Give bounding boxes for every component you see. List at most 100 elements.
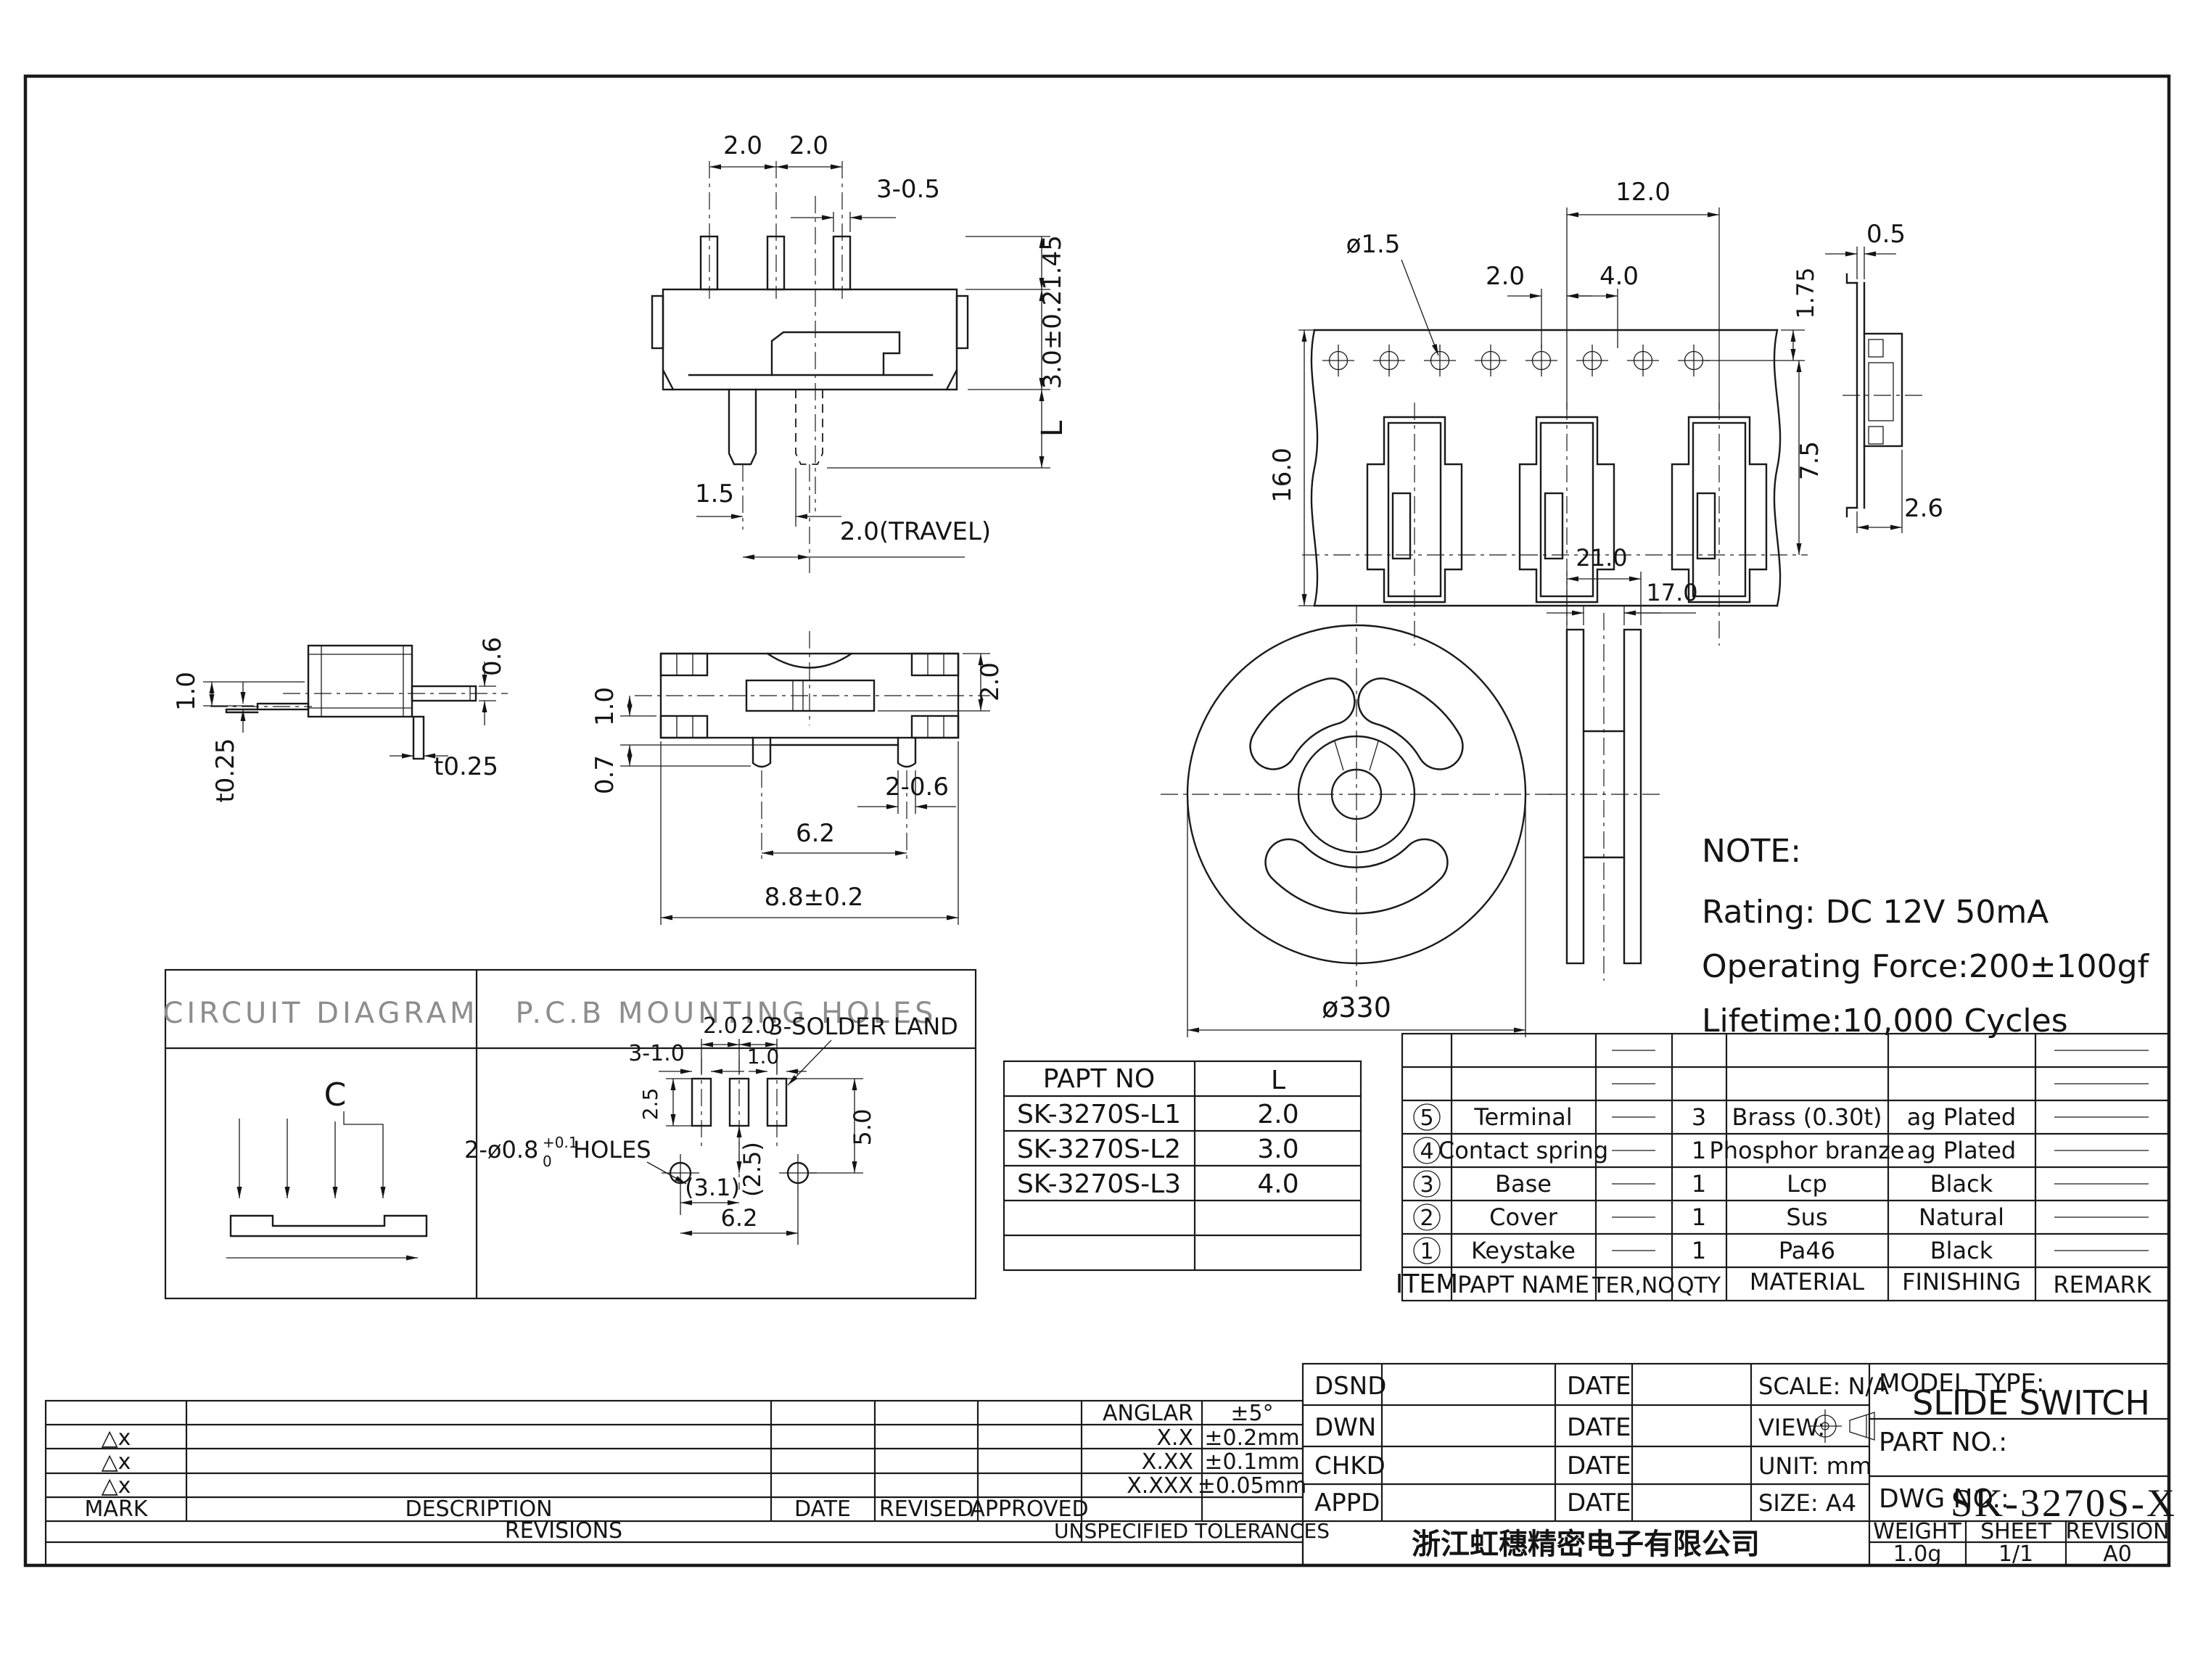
dim-tape-hole-pitch: 4.0 (1599, 262, 1639, 291)
part-number-table: PAPT NO L SK-3270S-L1 2.0 SK-3270S-L2 3.… (1002, 1060, 1362, 1272)
rev-mark-1: △x (102, 1425, 131, 1451)
tb-date-1: DATE (1567, 1372, 1631, 1401)
tape-side-view: 0.5 2.6 (1825, 220, 1943, 533)
tb-model-type-label: MODEL TYPE: (1879, 1369, 2045, 1398)
dim-pcb-p2: 2.0 (741, 1013, 775, 1039)
dim-top-one: 1.0 (590, 687, 619, 726)
bom-footer: ITEM PAPT NAME TER,NO QTY MATERIAL FINIS… (1396, 1268, 2152, 1299)
tb-weight-value: 1.0g (1893, 1541, 1942, 1567)
part-l-2: 3.0 (1257, 1135, 1298, 1164)
rev-mark-2: △x (102, 1449, 131, 1475)
rev-header-date: DATE (794, 1496, 851, 1522)
part-l-3: 4.0 (1257, 1169, 1298, 1199)
tb-date-4: DATE (1567, 1488, 1631, 1518)
revisions-title: REVISIONS (505, 1518, 622, 1544)
tape-top-view: 16.0 ø1.5 2.0 4.0 12.0 1.75 7.5 (1268, 178, 1824, 646)
tb-sheet-label: SHEET (1980, 1519, 2052, 1544)
dim-pcb-p1: 2.0 (703, 1013, 738, 1039)
tb-weight-label: WEIGHT (1873, 1519, 1961, 1544)
bom-header-name: PAPT NAME (1457, 1271, 1589, 1298)
tb-dwn-label: DWN (1314, 1413, 1376, 1442)
dim-side-knob: 0.6 (478, 637, 507, 676)
dim-front-pin-height: 1.45 (1038, 235, 1067, 290)
tb-dwg-no-label: DWG NO.: (1879, 1484, 2009, 1514)
tb-revision-label: REVISION (2065, 1519, 2169, 1544)
bom-header-item: ITEM (1396, 1269, 1458, 1299)
dim-front-body-height: 3.0±0.2 (1038, 290, 1067, 390)
reel-view: ø330 21.0 17.0 (1161, 544, 1698, 1037)
tb-appd-label: APPD (1314, 1488, 1380, 1518)
unspecified-tolerances-title: UNSPECIFIED TOLERANCES (1054, 1519, 1330, 1543)
title-block: DSND DWN CHKD APPD DATE DATE DATE DATE S… (1301, 1362, 2175, 1567)
dim-pcb-holes-tol-sup: +0.1 (543, 1134, 578, 1151)
bom-material-5: Brass (0.30t) (1732, 1103, 1882, 1131)
dim-tape-hole-dia: ø1.5 (1346, 230, 1401, 259)
bom-name-1: Keystake (1471, 1237, 1576, 1264)
bom-finishing-1: Black (1930, 1237, 1993, 1264)
dim-tape-center: 7.5 (1795, 441, 1824, 480)
bom-header-qty: QTY (1677, 1273, 1721, 1298)
dim-side-t-left: t0.25 (211, 738, 240, 802)
bom-item-5: 5 (1420, 1105, 1433, 1131)
tb-view-label: VIEW: (1758, 1414, 1825, 1441)
part-no-1: SK-3270S-L1 (1017, 1100, 1181, 1129)
dim-pcb-c25: (2.5) (738, 1142, 766, 1197)
bom-item-1: 1 (1420, 1239, 1433, 1264)
bom-material-4: Phosphor branze (1709, 1137, 1904, 1164)
tb-sheet-value: 1/1 (1998, 1541, 2033, 1567)
dim-front-pitch-left: 2.0 (723, 131, 762, 160)
bom-table: 5 4 3 2 1 Terminal 3 Brass (0.30t) ag Pl… (1396, 1032, 2170, 1302)
front-view: 2.0 2.0 3-0.5 1.45 3.0±0.2 L 1.5 2.0(TRA… (651, 131, 1069, 573)
bom-qty-4: 1 (1692, 1137, 1706, 1164)
bom-finishing-2: Natural (1919, 1203, 2004, 1231)
dim-pcb-holes-prefix: 2-ø0.8 (464, 1136, 538, 1164)
dim-pcb-holes-tol-sub: 0 (543, 1153, 552, 1170)
rev-header-approved: APPROVED (970, 1496, 1088, 1522)
bom-item-numbers: 5 4 3 2 1 (1413, 1103, 1441, 1264)
pcb-mounting-holes: 3-1.0 2.0 2.0 1.0 3-SOLDER LAND 2-ø0.8 +… (464, 1013, 958, 1245)
bom-finishing-4: ag Plated (1907, 1137, 2016, 1164)
dim-top-total: 8.8±0.2 (765, 883, 864, 912)
tol-key-anglar: ANGLAR (1103, 1401, 1193, 1426)
dim-pcb-land: 3-1.0 (628, 1041, 685, 1066)
dim-reel-outer: 21.0 (1576, 544, 1627, 572)
note-title: NOTE: (1702, 833, 1801, 870)
rev-header-revised: REVISED (879, 1496, 973, 1522)
circuit-diagram: C (226, 1076, 428, 1261)
tb-company-name: 浙江虹穗精密电子有限公司 (1412, 1528, 1760, 1561)
dim-top-two: 2.0 (976, 662, 1005, 701)
part-table-col2: L (1271, 1066, 1285, 1095)
bom-name-2: Cover (1489, 1203, 1558, 1231)
tb-unit: UNIT: mm (1758, 1452, 1872, 1480)
dim-side-one: 1.0 (172, 672, 201, 711)
dim-top-span: 6.2 (796, 819, 835, 848)
dim-front-lead-length: L (1036, 420, 1069, 437)
dim-tape-edge: 1.75 (1792, 267, 1819, 318)
top-view: 1.0 0.7 2.0 2-0.6 6.2 8.8±0.2 (590, 631, 1005, 925)
side-view: 0.6 1.0 t0.25 t0.25 (172, 637, 508, 803)
circuit-diagram-title: CIRCUIT DIAGRAM (163, 997, 479, 1030)
tb-model-type-value: SLIDE SWITCH (1912, 1383, 2150, 1422)
third-angle-projection-icon (1808, 1409, 1875, 1443)
tol-key-x1: X.X (1156, 1425, 1193, 1451)
tol-key-x2: X.XX (1142, 1449, 1193, 1475)
bom-header-finishing: FINISHING (1902, 1268, 2021, 1296)
dim-reel-dia: ø330 (1322, 992, 1391, 1024)
bom-material-1: Pa46 (1779, 1237, 1835, 1264)
tape-parts (1302, 403, 1808, 646)
bom-name-5: Terminal (1473, 1103, 1572, 1131)
dim-front-pin-width: 3-0.5 (876, 175, 940, 204)
dim-front-travel: 2.0(TRAVEL) (840, 517, 991, 546)
tb-scale: SCALE: N/A (1758, 1372, 1889, 1400)
rev-header-mark: MARK (85, 1496, 149, 1522)
dim-pcb-five: 5.0 (849, 1109, 876, 1146)
dim-tape-width: 16.0 (1268, 448, 1297, 503)
tb-size: SIZE: A4 (1758, 1489, 1856, 1517)
dim-front-offset: 1.5 (695, 479, 734, 508)
bom-header-terno: TER,NO (1592, 1273, 1675, 1298)
sprocket-holes (1322, 345, 1710, 376)
bom-header-material: MATERIAL (1750, 1268, 1864, 1296)
dim-pcb-holes-suffix: HOLES (573, 1136, 651, 1164)
tol-val-x1: ±0.2mm (1204, 1425, 1299, 1451)
sheet-border (23, 74, 2171, 1568)
